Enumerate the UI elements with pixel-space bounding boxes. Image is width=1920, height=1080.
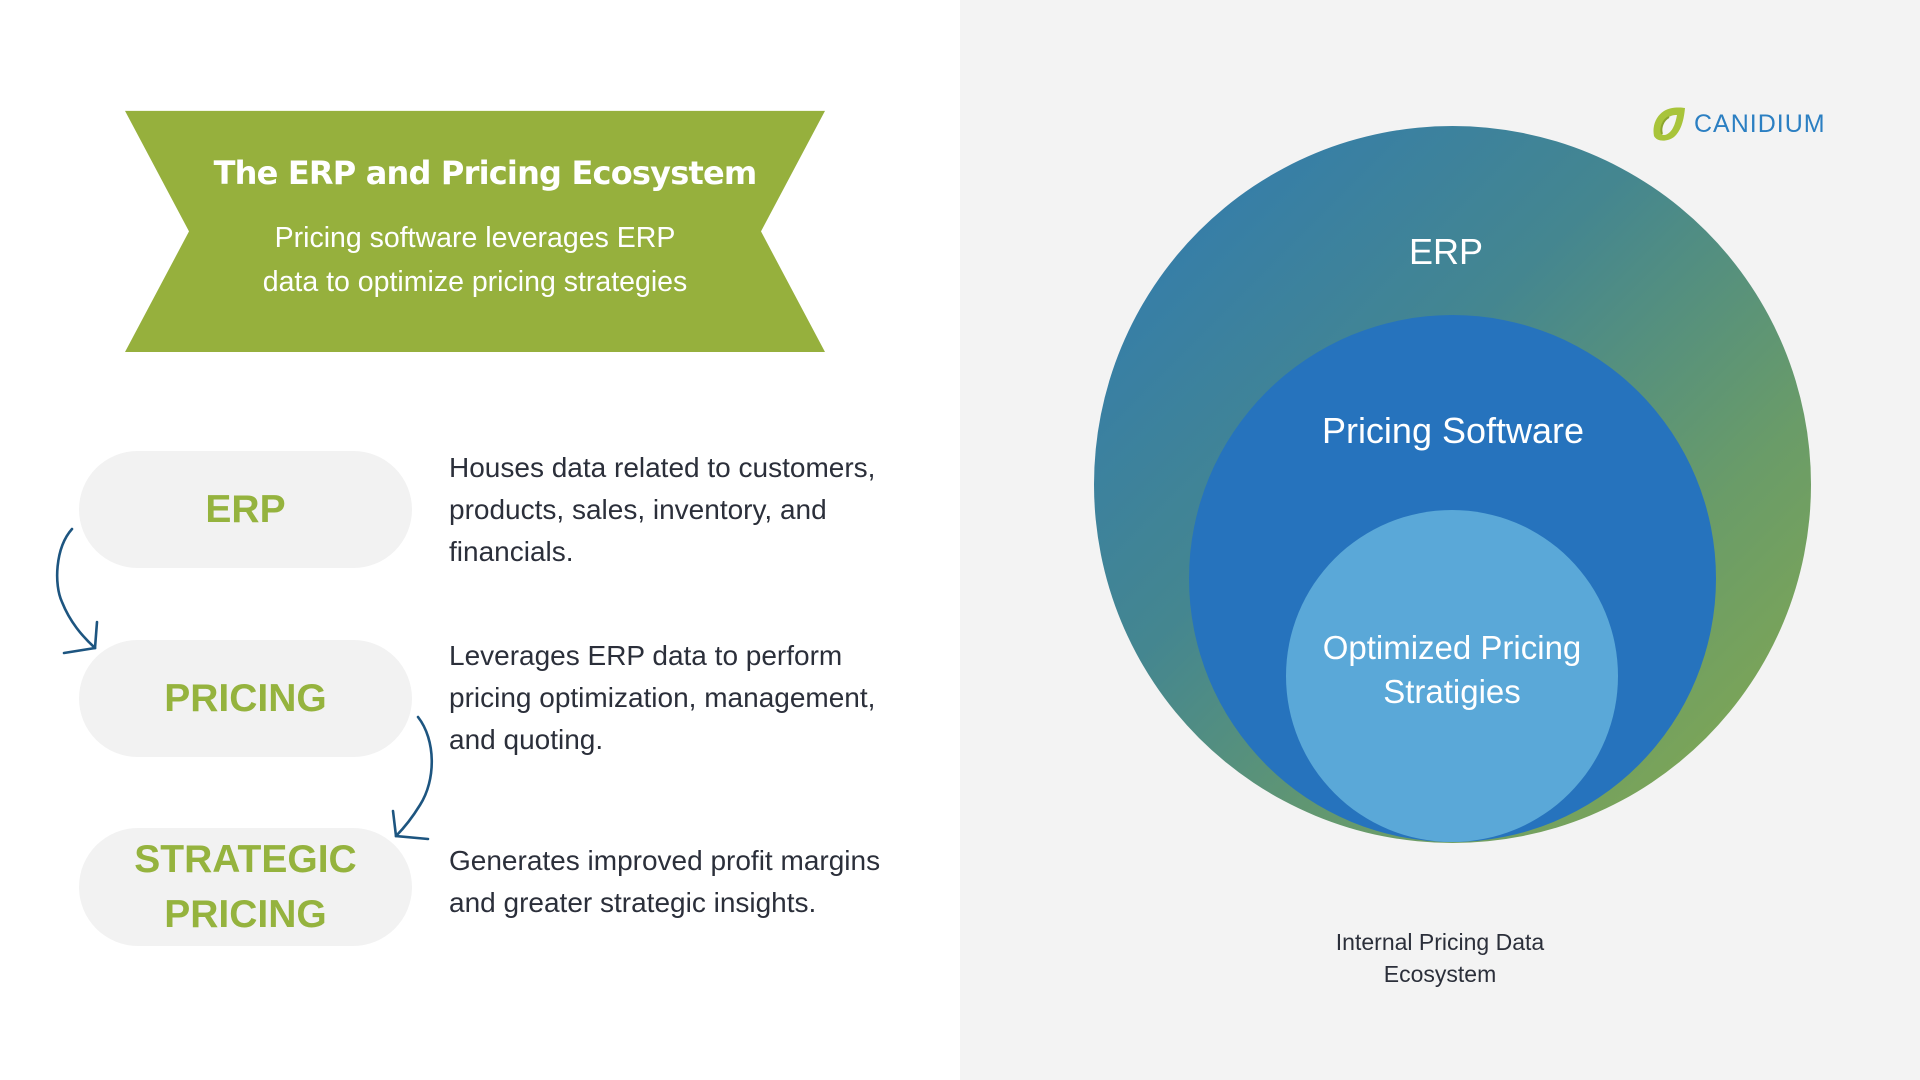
step-pill-erp: ERP (79, 451, 412, 568)
step-label-strategic-pricing: STRATEGIC PRICING (134, 832, 356, 942)
step-description-strategic-pricing: Generates improved profit margins and gr… (449, 845, 881, 918)
step-label-line1: STRATEGIC (134, 838, 357, 881)
banner-subtitle-line2: data to optimize pricing strategies (262, 266, 688, 298)
diagram-caption: Internal Pricing Data Ecosystem (1290, 926, 1590, 990)
canidium-logo: CANIDIUM (1650, 106, 1826, 142)
step-description-erp: Houses data related to customers, produc… (449, 452, 876, 567)
optimized-pricing-label: Optimized Pricing Stratigies (1252, 626, 1652, 714)
banner-shape (125, 110, 825, 352)
optimized-pricing-circle (1286, 510, 1618, 842)
erp-circle-label: ERP (1408, 231, 1484, 272)
title-banner: The ERP and Pricing Ecosystem Pricing so… (125, 108, 825, 352)
optimized-label-line1: Optimized Pricing (1322, 629, 1582, 666)
banner-title: The ERP and Pricing Ecosystem (213, 154, 758, 192)
leaf-logo-icon (1653, 107, 1685, 141)
step-pill-strategic-pricing: STRATEGIC PRICING (79, 828, 412, 946)
step-pill-pricing: PRICING (79, 640, 412, 757)
banner-subtitle-line1: Pricing software leverages ERP (274, 222, 676, 254)
caption-line2: Ecosystem (1383, 961, 1497, 987)
step-label-erp: ERP (205, 488, 286, 531)
logo-text: CANIDIUM (1694, 109, 1826, 138)
banner-subtitle: Pricing software leverages ERP data to o… (125, 216, 825, 304)
step-label-pricing: PRICING (164, 677, 327, 720)
step-label-line2: PRICING (164, 893, 327, 936)
pricing-software-label: Pricing Software (1321, 410, 1585, 451)
optimized-label-line2: Stratigies (1383, 673, 1521, 710)
step-description-pricing: Leverages ERP data to perform pricing op… (449, 640, 876, 755)
caption-line1: Internal Pricing Data (1335, 929, 1545, 955)
